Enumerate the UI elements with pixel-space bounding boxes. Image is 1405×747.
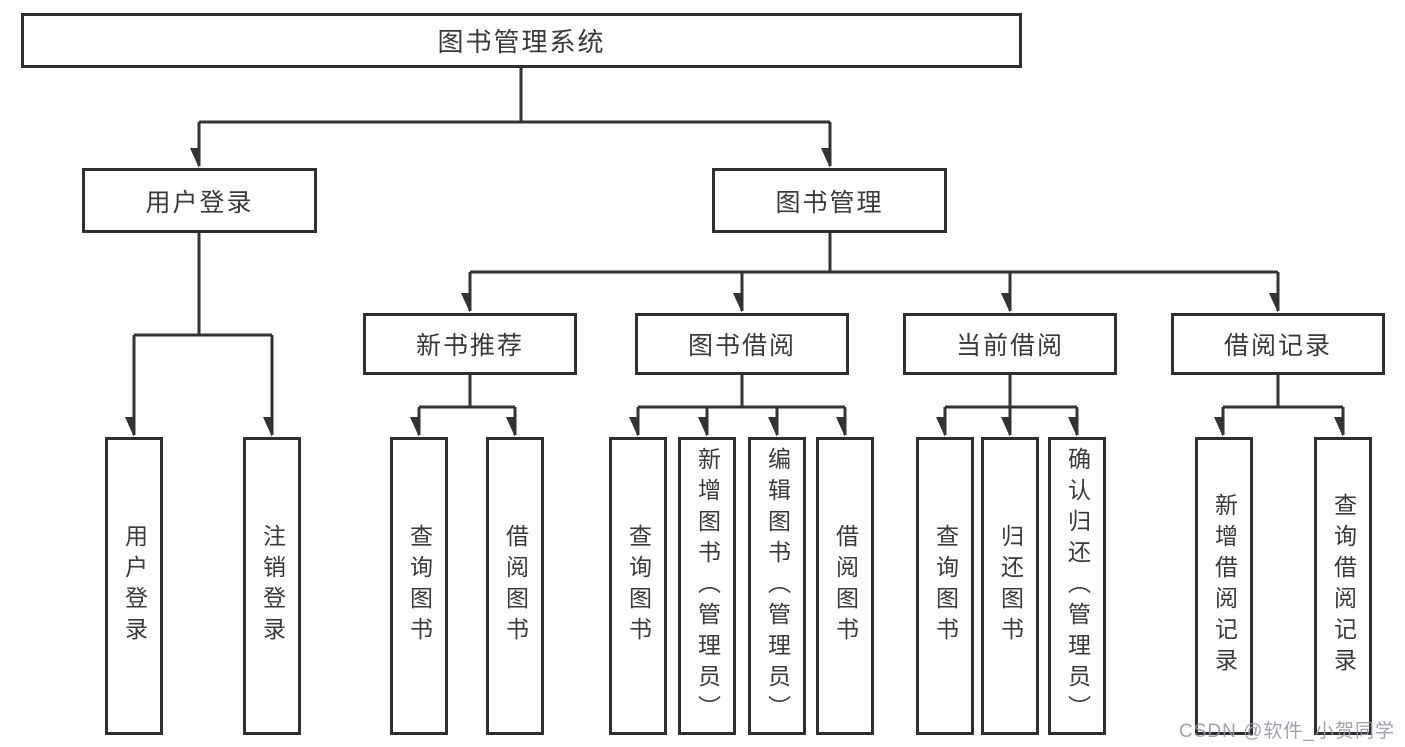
node-book-borrow: 图书借阅 <box>635 313 849 375</box>
leaf-return-book: 归还图书 <box>981 437 1039 735</box>
node-new-book-recommend: 新书推荐 <box>363 313 577 375</box>
node-label: 借阅记录 <box>1223 332 1332 360</box>
node-label: 查询借阅记录 <box>1330 493 1357 679</box>
node-label: 注销登录 <box>259 524 286 648</box>
leaf-logout: 注销登录 <box>243 437 301 735</box>
leaf-borrow-book-recommend: 借阅图书 <box>486 437 544 735</box>
node-label: 确认归还（管理员） <box>1064 446 1091 726</box>
leaf-user-login: 用户登录 <box>105 437 163 735</box>
leaf-query-book-recommend: 查询图书 <box>390 437 448 735</box>
node-label: 新增借阅记录 <box>1211 493 1238 679</box>
leaf-edit-book-admin: 编辑图书（管理员） <box>748 437 806 735</box>
node-label: 查询图书 <box>625 524 652 648</box>
node-label: 新增图书（管理员） <box>694 446 721 726</box>
node-label: 查询图书 <box>932 524 959 648</box>
node-label: 图书管理系统 <box>437 27 606 57</box>
node-user-login: 用户登录 <box>82 168 317 233</box>
node-label: 借阅图书 <box>832 524 859 648</box>
node-label: 图书借阅 <box>687 332 796 360</box>
node-current-borrow: 当前借阅 <box>903 313 1117 375</box>
node-label: 查询图书 <box>406 524 433 648</box>
leaf-confirm-return-admin: 确认归还（管理员） <box>1048 437 1106 735</box>
node-label: 归还图书 <box>997 524 1024 648</box>
leaf-query-borrow-record: 查询借阅记录 <box>1314 437 1372 735</box>
node-label: 当前借阅 <box>955 332 1064 360</box>
node-borrow-records: 借阅记录 <box>1171 313 1385 375</box>
node-label: 借阅图书 <box>502 524 529 648</box>
leaf-query-book-borrow: 查询图书 <box>609 437 667 735</box>
node-library-management-system: 图书管理系统 <box>21 13 1022 68</box>
node-label: 用户登录 <box>121 524 148 648</box>
leaf-query-book-current: 查询图书 <box>916 437 974 735</box>
node-label: 图书管理 <box>775 188 884 217</box>
node-label: 新书推荐 <box>415 332 524 360</box>
node-label: 编辑图书（管理员） <box>764 446 791 726</box>
leaf-borrow-book: 借阅图书 <box>816 437 874 735</box>
node-book-management: 图书管理 <box>712 168 947 233</box>
leaf-add-borrow-record: 新增借阅记录 <box>1195 437 1253 735</box>
leaf-add-book-admin: 新增图书（管理员） <box>678 437 736 735</box>
node-label: 用户登录 <box>145 188 254 217</box>
